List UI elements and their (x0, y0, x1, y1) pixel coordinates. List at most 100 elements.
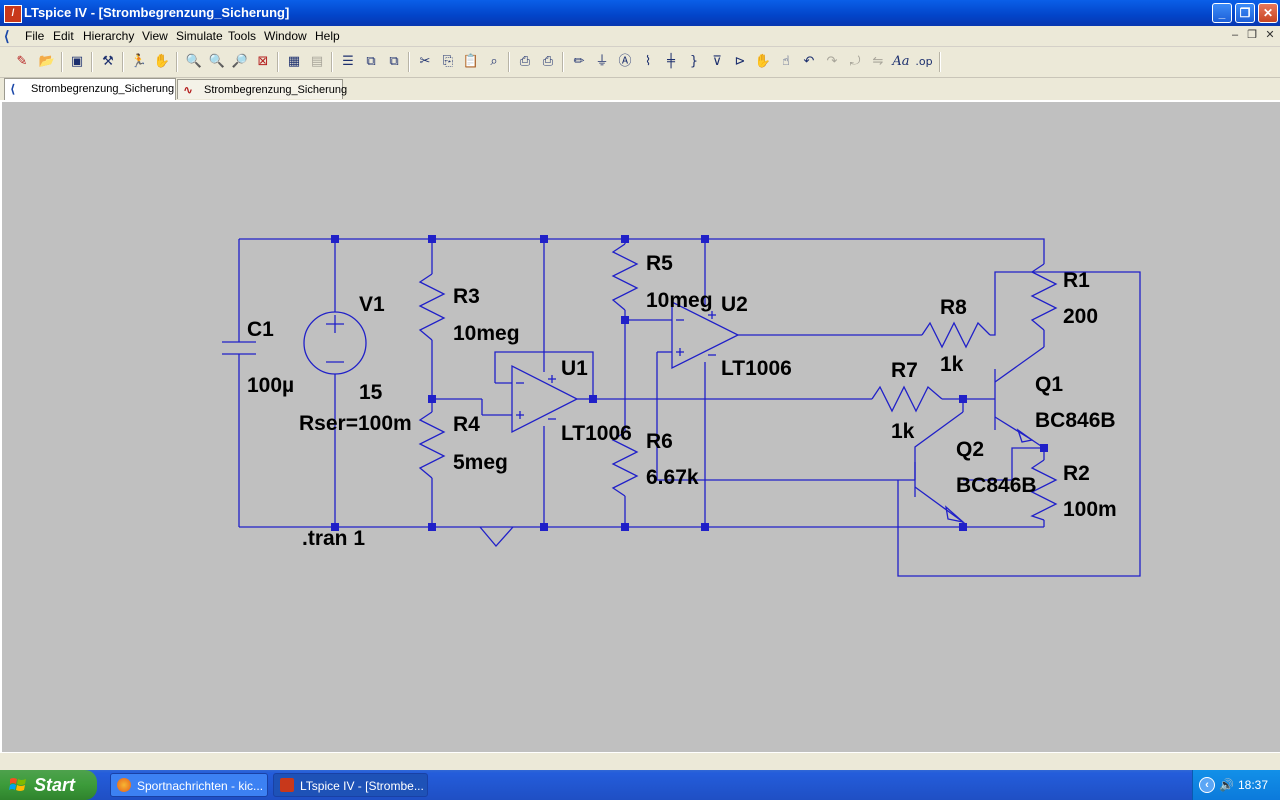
menu-simulate[interactable]: Simulate (176, 29, 223, 43)
spice-directive[interactable]: .tran 1 (302, 527, 365, 550)
r8-value[interactable]: 1k (940, 353, 964, 376)
copy-icon[interactable]: ⎘ (442, 54, 454, 69)
tile-vertical-icon[interactable]: ⧉ (389, 54, 399, 69)
v1-name[interactable]: V1 (359, 293, 385, 316)
menu-file[interactable]: File (25, 29, 45, 43)
cascade-icon[interactable]: ⧉ (366, 54, 376, 69)
r4-value[interactable]: 5meg (453, 451, 508, 474)
toolbar-separator (176, 52, 178, 72)
drag-icon[interactable]: ☝ (782, 54, 790, 69)
zoom-pan-icon[interactable]: 🔍 (208, 54, 226, 69)
r7-name[interactable]: R7 (891, 359, 918, 382)
mirror-icon[interactable]: ⇋ (872, 54, 884, 69)
r8-name[interactable]: R8 (940, 296, 967, 319)
r2-name[interactable]: R2 (1063, 462, 1090, 485)
autoscale-icon[interactable]: ▦ (287, 54, 301, 69)
mdi-minimize-button[interactable]: – (1231, 29, 1239, 41)
r5-value[interactable]: 10meg (646, 289, 713, 312)
ltspice-app-icon[interactable]: / (4, 5, 22, 23)
title-bar[interactable]: / LTspice IV - [Strombegrenzung_Sicherun… (0, 0, 1280, 26)
system-tray: ‹ 🔊 18:37 (1192, 770, 1280, 800)
r7-value[interactable]: 1k (891, 420, 915, 443)
r1-value[interactable]: 200 (1063, 305, 1098, 328)
show-hidden-icons-icon[interactable]: ‹ (1199, 777, 1215, 793)
mdi-close-button[interactable]: ✕ (1265, 29, 1275, 41)
q1-value[interactable]: BC846B (1035, 409, 1116, 432)
r4-name[interactable]: R4 (453, 413, 480, 436)
c1-value[interactable]: 100µ (247, 374, 294, 397)
print-icon[interactable]: ⎙ (542, 54, 554, 69)
open-icon[interactable]: 📂 (38, 54, 56, 69)
menu-edit[interactable]: Edit (53, 29, 74, 43)
c1-name[interactable]: C1 (247, 318, 274, 341)
inductor-icon[interactable]: } (689, 54, 699, 69)
close-button[interactable]: ✕ (1258, 3, 1278, 23)
undo-icon[interactable]: ↶ (803, 54, 815, 69)
menu-hierarchy[interactable]: Hierarchy (83, 29, 135, 43)
u2-name[interactable]: U2 (721, 293, 748, 316)
v1-value[interactable]: 15 (359, 381, 383, 404)
restore-button[interactable]: ❐ (1235, 3, 1255, 23)
zoom-out-icon[interactable]: 🔎 (231, 54, 249, 69)
start-button[interactable]: Start (0, 770, 97, 800)
wire-icon[interactable]: ✏ (573, 54, 585, 69)
q2-value[interactable]: BC846B (956, 474, 1037, 497)
rotate-icon[interactable]: ⤾ (849, 54, 861, 69)
redo-icon[interactable]: ↷ (826, 54, 838, 69)
paste-icon[interactable]: 📋 (462, 54, 480, 69)
taskbar-button-firefox[interactable]: Sportnachrichten - kic... (110, 773, 268, 797)
u1-value[interactable]: LT1006 (561, 422, 632, 445)
tile-horizontal-icon[interactable]: ☰ (342, 54, 354, 69)
tab-schematic[interactable]: ⟨ Strombegrenzung_Sicherung (4, 78, 176, 100)
cut-icon[interactable]: ✂ (419, 54, 431, 69)
print-setup-icon[interactable]: ⎙ (519, 54, 531, 69)
tab-waveform[interactable]: ∿ Strombegrenzung_Sicherung (177, 79, 347, 99)
schematic-drawing[interactable]: C1 100µ V1 15 Rser=100m R3 10meg R4 5meg… (2, 102, 1280, 752)
menu-tools[interactable]: Tools (228, 29, 257, 43)
minimize-button[interactable]: _ (1212, 3, 1232, 23)
control-panel-icon[interactable]: ⚒ (102, 54, 114, 69)
ground-icon[interactable]: ⏚ (595, 54, 609, 69)
r1-name[interactable]: R1 (1063, 269, 1090, 292)
r3-name[interactable]: R3 (453, 285, 480, 308)
r6-value[interactable]: 6.67k (646, 466, 699, 489)
menu-window[interactable]: Window (264, 29, 307, 43)
zoom-in-icon[interactable]: 🔍 (185, 54, 203, 69)
save-icon[interactable]: ▣ (70, 54, 84, 69)
r5-name[interactable]: R5 (646, 252, 673, 275)
clock[interactable]: 18:37 (1238, 778, 1269, 792)
component-icon[interactable]: ⊳ (734, 54, 746, 69)
waveform-icon[interactable]: ▤ (310, 54, 324, 69)
menu-view[interactable]: View (142, 29, 168, 43)
text-icon[interactable]: Aa (892, 54, 910, 69)
waveform-icon: ∿ (183, 83, 194, 97)
menu-help[interactable]: Help (315, 29, 340, 43)
resistor-icon[interactable]: ⌇ (644, 54, 652, 69)
u2-value[interactable]: LT1006 (721, 357, 792, 380)
schematic-canvas[interactable]: C1 100µ V1 15 Rser=100m R3 10meg R4 5meg… (0, 100, 1280, 752)
move-icon[interactable]: ✋ (754, 54, 772, 69)
taskbar-button-label: Sportnachrichten - kic... (137, 779, 264, 793)
spice-directive-icon[interactable]: .op (915, 55, 933, 68)
q2-name[interactable]: Q2 (956, 438, 984, 461)
r3-value[interactable]: 10meg (453, 322, 520, 345)
mdi-restore-button[interactable]: ❐ (1247, 29, 1257, 41)
run-icon[interactable]: 🏃 (130, 54, 148, 69)
diode-icon[interactable]: ⊽ (712, 54, 722, 69)
q1-name[interactable]: Q1 (1035, 373, 1063, 396)
v1-rser[interactable]: Rser=100m (299, 412, 412, 435)
wires (238, 238, 1141, 577)
r2-value[interactable]: 100m (1063, 498, 1117, 521)
component-symbols (222, 243, 1058, 524)
new-schematic-icon[interactable]: ✎ (16, 54, 28, 69)
halt-icon[interactable]: ✋ (153, 54, 171, 69)
schematic-icon[interactable]: ⟨ (4, 28, 10, 44)
find-icon[interactable]: ⌕ (490, 54, 498, 69)
volume-icon[interactable]: 🔊 (1219, 778, 1234, 792)
taskbar-button-ltspice[interactable]: LTspice IV - [Strombe... (273, 773, 428, 797)
r6-name[interactable]: R6 (646, 430, 673, 453)
label-net-icon[interactable]: Ⓐ (618, 54, 632, 69)
capacitor-icon[interactable]: ╪ (667, 54, 675, 69)
u1-name[interactable]: U1 (561, 357, 588, 380)
zoom-fit-icon[interactable]: ⊠ (257, 54, 269, 69)
